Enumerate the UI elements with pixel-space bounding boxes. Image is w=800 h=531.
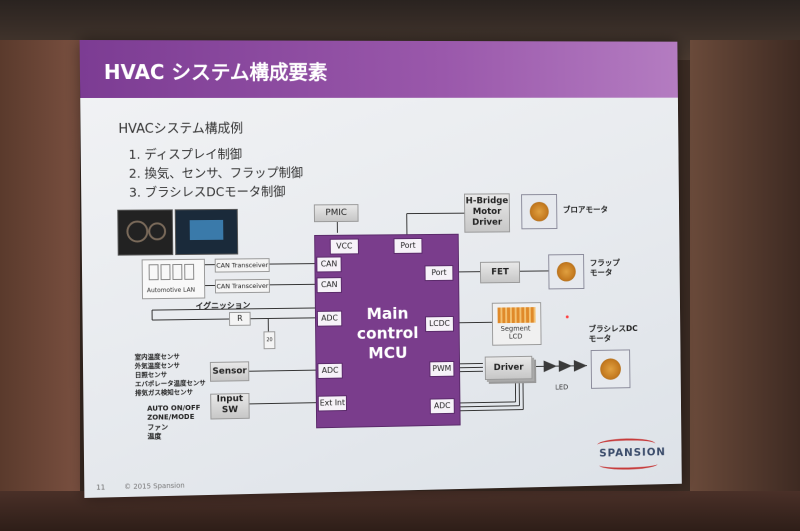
h-bridge-driver-block: H-Bridge Motor Driver xyxy=(463,193,511,233)
mcu-label: Main control MCU xyxy=(356,303,419,363)
flap-motor-label: フラップ モータ xyxy=(589,258,620,278)
can-transceiver-2: CAN Transceiver xyxy=(214,278,270,294)
pin-vcc: VCC xyxy=(329,238,359,255)
input-sw-block: Input SW xyxy=(210,393,250,420)
segment-lcd-block: Segment LCD xyxy=(491,302,542,346)
pin-adc-2: ADC xyxy=(317,362,343,379)
list-item: 温度 xyxy=(147,432,162,441)
automotive-lan-label: Automotive LAN xyxy=(146,286,196,295)
projected-slide: HVAC システム構成要素 HVACシステム構成例 1. ディスプレイ制御 2.… xyxy=(79,39,682,498)
led-label: LED xyxy=(555,383,569,392)
sensor-block: Sensor xyxy=(209,361,250,382)
list-item: 排気ガス検知センサ xyxy=(135,388,193,398)
pin-port-top: Port xyxy=(393,237,423,254)
pin-pwm: PWM xyxy=(429,360,455,378)
resistor-block: R xyxy=(228,311,251,326)
pin-can-1: CAN xyxy=(316,256,342,273)
brand-logo: SPANSION xyxy=(599,445,666,460)
flap-motor-icon xyxy=(548,254,585,290)
bldc-motor-label: ブラシレスDC モータ xyxy=(588,324,638,344)
blower-motor-label: ブロアモータ xyxy=(562,205,609,215)
input-list: AUTO ON/OFF ZONE/MODE ファン 温度 xyxy=(147,404,201,441)
background-wall-left xyxy=(0,40,80,531)
ignition-label: イグニッション xyxy=(195,300,251,311)
pin-lcdc: LCDC xyxy=(425,315,454,333)
bldc-motor-icon xyxy=(590,349,631,389)
background-floor xyxy=(0,491,800,531)
copyright: © 2015 Spansion xyxy=(124,481,185,492)
pin-port-mid: Port xyxy=(424,265,454,282)
driver-block: Driver xyxy=(484,355,533,381)
pin-ext-int: Ext Int xyxy=(317,395,348,412)
fet-block: FET xyxy=(479,261,521,284)
laser-pointer-dot xyxy=(565,315,569,319)
sensor-list: 室内温度センサ 外気温度センサ 日照センサ エバポレータ温度センサ 排気ガス検知… xyxy=(135,350,206,398)
segment-lcd-label: Segment LCD xyxy=(500,324,531,341)
pin-adc-3: ADC xyxy=(429,398,455,415)
automotive-lan-block: Automotive LAN xyxy=(141,258,206,300)
can-transceiver-1: CAN Transceiver xyxy=(214,258,270,273)
page-number: 11 xyxy=(96,483,106,492)
pmic-block: PMIC xyxy=(313,204,359,223)
lcd-segments-icon xyxy=(497,307,536,324)
blower-motor-icon xyxy=(521,194,558,230)
resistor-20-block: 20 xyxy=(263,331,276,350)
background-wall-right xyxy=(690,40,800,531)
pin-adc-1: ADC xyxy=(316,310,343,327)
pin-can-2: CAN xyxy=(316,277,342,294)
